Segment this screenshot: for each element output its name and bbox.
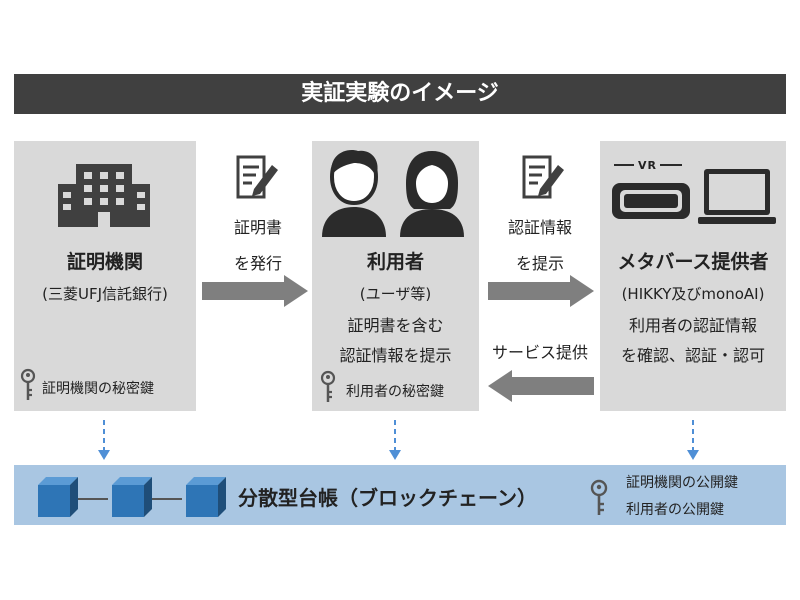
user-female-icon bbox=[400, 151, 464, 237]
service-arrow bbox=[488, 370, 594, 402]
issuer-panel: 証明機関 (三菱UFJ信託銀行) 証明機関の秘密鍵 bbox=[14, 141, 196, 411]
laptop-icon bbox=[698, 169, 776, 224]
issue-label-line1: 証明書 bbox=[233, 218, 282, 237]
provider-desc-line2: を確認、認証・認可 bbox=[620, 346, 765, 365]
present-arrow bbox=[488, 275, 594, 307]
issuer-name: 証明機関 bbox=[66, 251, 143, 273]
provider-sub: (HIKKY及びmonoAI) bbox=[621, 285, 765, 303]
user-sub: (ユーザ等) bbox=[359, 285, 432, 303]
user-private-key-label: 利用者の秘密鍵 bbox=[346, 384, 444, 400]
provider-down-arrow bbox=[687, 420, 699, 460]
key-icon bbox=[320, 370, 336, 402]
user-name: 利用者 bbox=[366, 251, 424, 273]
blockchain-blocks-icon bbox=[38, 477, 226, 517]
certificate-pen-icon bbox=[236, 155, 278, 199]
key-icon bbox=[590, 479, 608, 515]
user-down-arrow bbox=[389, 420, 401, 460]
user-desc-line1: 証明書を含む bbox=[347, 316, 444, 335]
service-label: サービス提供 bbox=[491, 343, 588, 362]
present-label-line1: 認証情報 bbox=[507, 218, 572, 237]
vr-label: VR bbox=[638, 159, 657, 172]
issuer-down-arrow bbox=[98, 420, 110, 460]
provider-panel: VR メタバース提供者 (HIKKY及びmonoAI) 利用者の認証情報 を確認… bbox=[600, 141, 786, 411]
page-title: 実証実験のイメージ bbox=[14, 74, 786, 114]
blockchain-bar: 分散型台帳（ブロックチェーン） 証明機関の公開鍵 利用者の公開鍵 bbox=[14, 465, 786, 525]
issuer-public-key-label: 証明機関の公開鍵 bbox=[626, 475, 738, 491]
key-icon bbox=[20, 368, 36, 400]
building-icon bbox=[58, 164, 150, 227]
blockchain-title: 分散型台帳（ブロックチェーン） bbox=[238, 486, 537, 510]
issuer-private-key-label: 証明機関の秘密鍵 bbox=[42, 381, 154, 397]
user-public-key-label: 利用者の公開鍵 bbox=[626, 502, 724, 518]
issue-arrow bbox=[202, 275, 308, 307]
user-desc-line2: 認証情報を提示 bbox=[339, 346, 452, 365]
provider-name: メタバース提供者 bbox=[617, 251, 769, 273]
provider-desc-line1: 利用者の認証情報 bbox=[628, 316, 757, 335]
present-label-line2: を提示 bbox=[515, 254, 564, 273]
issue-label-line2: を発行 bbox=[233, 254, 282, 273]
credentials-pen-icon bbox=[522, 155, 564, 199]
user-male-icon bbox=[322, 150, 386, 237]
vr-headset-icon bbox=[612, 164, 690, 219]
user-panel: 利用者 (ユーザ等) 証明書を含む 認証情報を提示 利用者の秘密鍵 bbox=[312, 141, 479, 411]
issuer-sub: (三菱UFJ信託銀行) bbox=[42, 285, 168, 303]
